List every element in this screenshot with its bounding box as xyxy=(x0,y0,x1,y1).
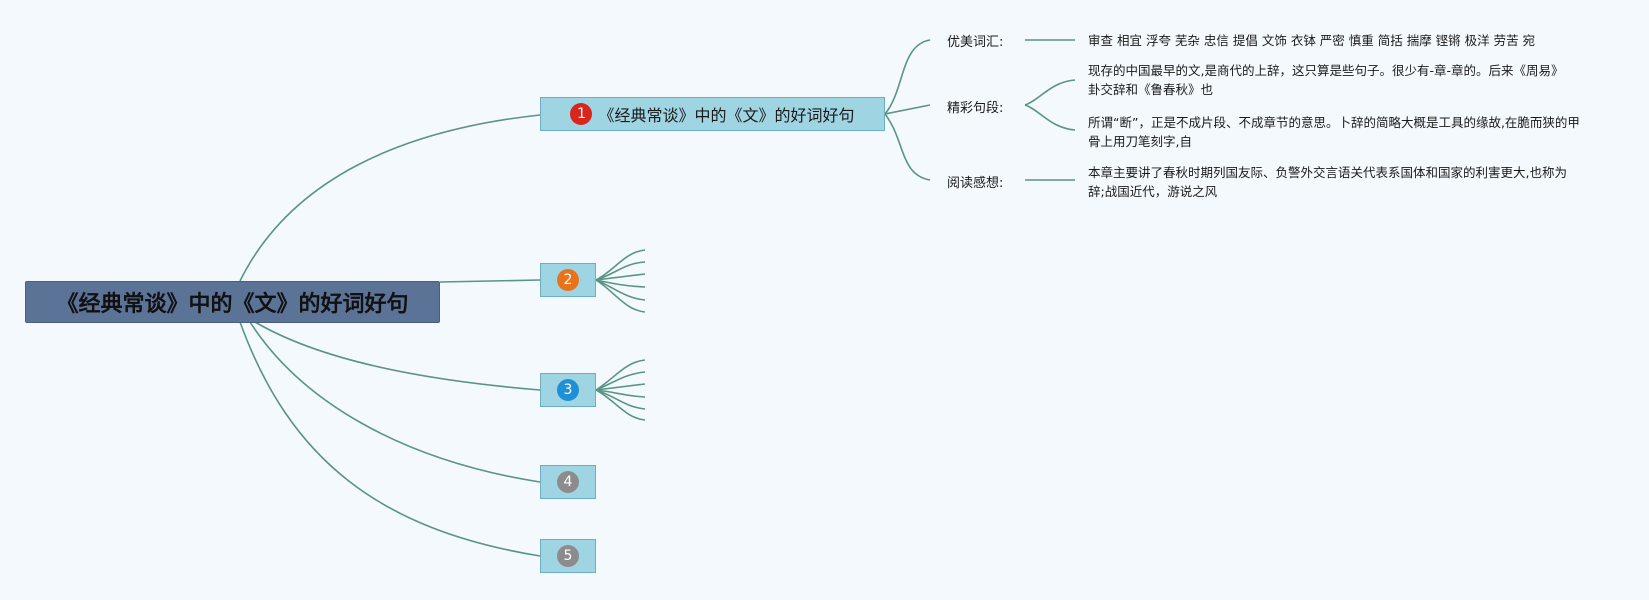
topic-3[interactable]: 3 xyxy=(540,373,596,407)
topic-1-title: 《经典常谈》中的《文》的好词好句 xyxy=(598,106,855,125)
badge-5-icon: 5 xyxy=(557,545,579,567)
connector-branch2-leaf-1 xyxy=(1024,79,1076,106)
branch-label-vocabulary[interactable]: 优美词汇: xyxy=(947,35,1004,50)
branch-label-passages[interactable]: 精彩句段: xyxy=(947,101,1004,116)
branch-label-reflection[interactable]: 阅读感想: xyxy=(947,176,1004,191)
badge-4-icon: 4 xyxy=(557,471,579,493)
leaf-reflection[interactable]: 本章主要讲了春秋时期列国友际、负警外交言语关代表系国体和国家的利害更大,也称为辞… xyxy=(1088,165,1567,199)
root-topic[interactable]: 《经典常谈》中的《文》的好词好句 xyxy=(25,281,440,323)
leaf-passage-2[interactable]: 所谓“断”，正是不成片段、不成章节的意思。卜辞的简略大概是工具的缘故,在脆而狭的… xyxy=(1088,115,1580,149)
root-title: 《经典常谈》中的《文》的好词好句 xyxy=(56,292,409,317)
connector-topic1-branch-1 xyxy=(884,39,931,115)
connector-root-topic-1 xyxy=(239,114,541,282)
connector-topic1-branch-2 xyxy=(884,104,931,115)
leaf-passage-1[interactable]: 现存的中国最早的文,是商代的上辞，这只算是些句子。很少有-章-章的。后来《周易》… xyxy=(1088,63,1564,97)
connector-root-topic-2 xyxy=(439,279,541,283)
topic-4[interactable]: 4 xyxy=(540,465,596,499)
leaf-vocabulary[interactable]: 审查 相宜 浮夸 芜杂 忠信 提倡 文饰 衣钵 严密 慎重 简括 揣摩 铿锵 极… xyxy=(1088,33,1536,48)
connector-root-topic-5 xyxy=(239,321,541,557)
topic-1[interactable]: 1 《经典常谈》中的《文》的好词好句 xyxy=(540,97,885,131)
topic2-stubs xyxy=(595,249,646,313)
badge-2-icon: 2 xyxy=(557,269,579,291)
connector-root-topic-3 xyxy=(254,321,541,391)
topic-5[interactable]: 5 xyxy=(540,539,596,573)
badge-3-icon: 3 xyxy=(557,379,579,401)
topic3-stubs xyxy=(595,359,646,421)
connector-root-topic-4 xyxy=(249,321,541,483)
badge-1-icon: 1 xyxy=(570,103,593,125)
connector-topic1-branch-3 xyxy=(884,113,931,181)
connector-branch2-leaf-2 xyxy=(1024,104,1076,131)
topic-2[interactable]: 2 xyxy=(540,263,596,297)
